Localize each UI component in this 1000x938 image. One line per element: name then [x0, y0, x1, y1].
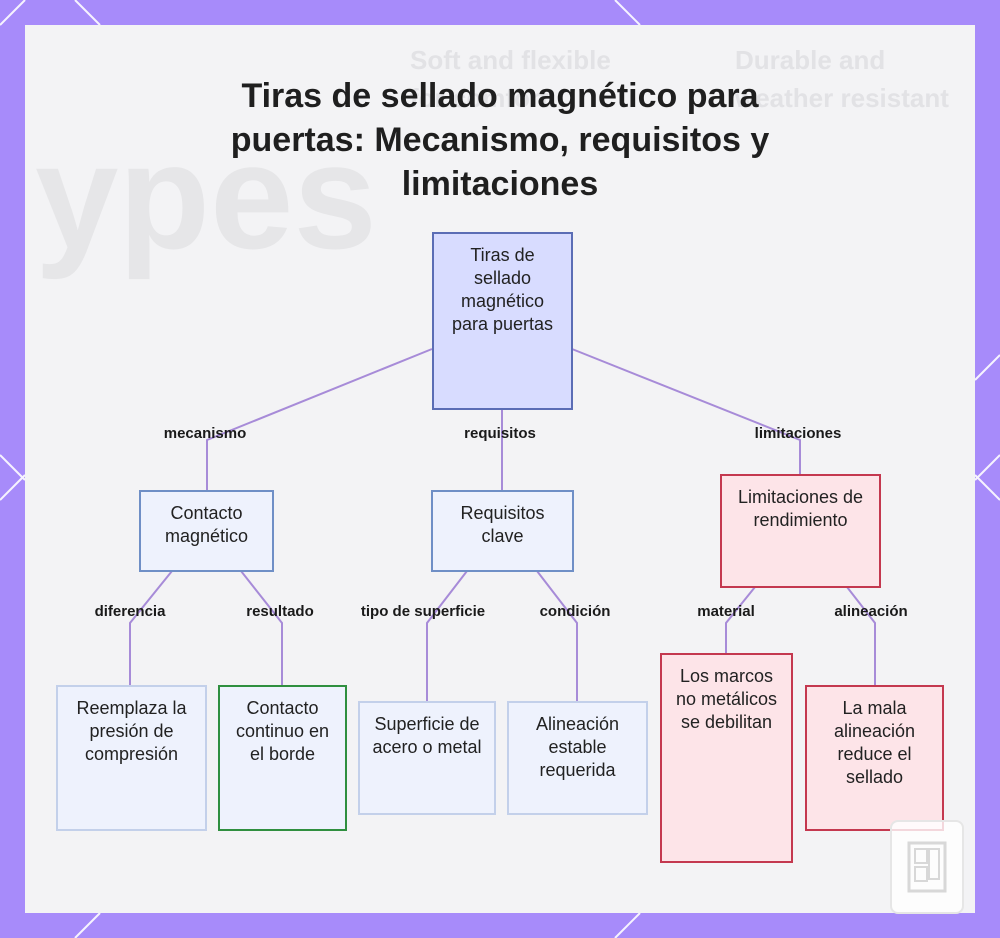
edge-label-material: material: [697, 603, 755, 620]
edge-contacto-reemplaza: [130, 571, 172, 685]
node-contacto-magnetico: Contacto magnético: [139, 490, 274, 572]
edge-label-condicion: condición: [540, 603, 611, 620]
edge-label-mecanismo: mecanismo: [164, 425, 247, 442]
edge-label-requisitos: requisitos: [464, 425, 536, 442]
node-superficie-label: Superficie de acero o metal: [368, 713, 486, 759]
node-requisitos-label: Requisitos clave: [441, 502, 564, 548]
node-limitaciones-rendimiento: Limitaciones de rendimiento: [720, 474, 881, 588]
edge-limitaciones-mala: [847, 587, 875, 685]
node-marcos-no-metalicos: Los marcos no metálicos se debilitan: [660, 653, 793, 863]
node-superficie-acero: Superficie de acero o metal: [358, 701, 496, 815]
door-logo-icon: [905, 839, 949, 895]
node-alineacion-estable: Alineación estable requerida: [507, 701, 648, 815]
node-continuo-label: Contacto continuo en el borde: [228, 697, 337, 766]
edge-label-limitaciones: limitaciones: [755, 425, 842, 442]
node-requisitos-clave: Requisitos clave: [431, 490, 574, 572]
edge-contacto-continuo: [241, 571, 282, 685]
edge-limitaciones-marcos: [726, 587, 755, 653]
node-reemplaza-presion: Reemplaza la presión de compresión: [56, 685, 207, 831]
logo-icon: [890, 820, 964, 914]
node-alineacion-label: Alineación estable requerida: [517, 713, 638, 782]
edge-label-tipo-de-superficie: tipo de superficie: [361, 603, 485, 620]
edge-root-limitaciones: [572, 349, 800, 474]
node-contacto-label: Contacto magnético: [149, 502, 264, 548]
node-reemplaza-label: Reemplaza la presión de compresión: [66, 697, 197, 766]
node-limitaciones-label: Limitaciones de rendimiento: [730, 486, 871, 532]
edge-requisitos-superficie: [427, 571, 467, 701]
node-contacto-continuo: Contacto continuo en el borde: [218, 685, 347, 831]
edge-label-diferencia: diferencia: [95, 603, 166, 620]
node-mala-alineacion: La mala alineación reduce el sellado: [805, 685, 944, 831]
edge-label-alineacion: alineación: [834, 603, 907, 620]
edge-label-resultado: resultado: [246, 603, 314, 620]
node-marcos-label: Los marcos no metálicos se debilitan: [670, 665, 783, 734]
edge-requisitos-alineacion: [537, 571, 577, 701]
edge-root-contacto: [207, 349, 432, 490]
node-root: Tiras de sellado magnético para puertas: [432, 232, 573, 410]
node-root-label: Tiras de sellado magnético para puertas: [442, 244, 563, 336]
node-mala-label: La mala alineación reduce el sellado: [815, 697, 934, 789]
